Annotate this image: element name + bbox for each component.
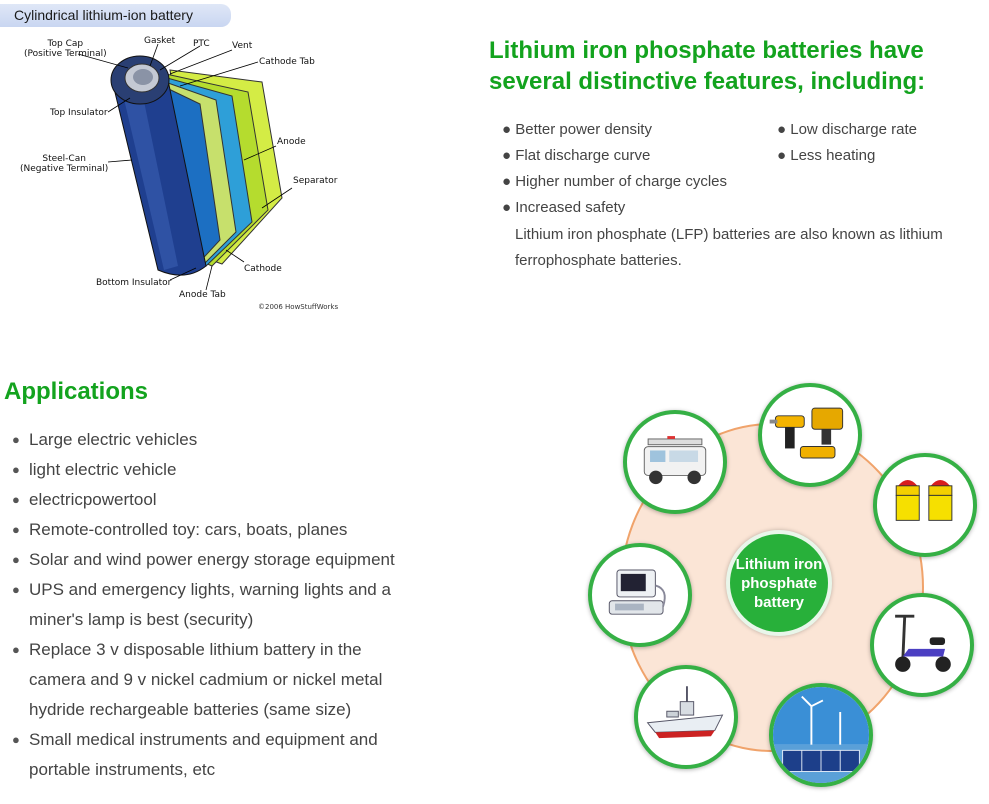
hub-label: Lithium iron phosphate battery: [735, 555, 823, 611]
medical-ultrasound-icon: [588, 543, 692, 647]
cycle-hub: Lithium iron phosphate battery: [726, 530, 832, 636]
feature-item: ● Better power density: [502, 121, 652, 138]
label-top-cap: Top Cap (Positive Terminal): [24, 39, 107, 59]
applications-heading: Applications: [4, 378, 149, 405]
rc-ship-icon: [634, 665, 738, 769]
battery-diagram: Cylindrical lithium-ion battery: [0, 0, 360, 320]
label-cathode-tab: Cathode Tab: [259, 57, 315, 67]
applications-cycle-graphic: Lithium iron phosphate battery: [582, 383, 982, 801]
label-steel-can: Steel-Can (Negative Terminal): [20, 154, 109, 174]
applications-list: Large electric vehicles light electric v…: [12, 425, 442, 785]
label-separator: Separator: [293, 176, 338, 186]
list-item: Large electric vehicles: [12, 425, 442, 455]
label-ptc: PTC: [193, 39, 210, 49]
list-item: Remote-controlled toy: cars, boats, plan…: [12, 515, 442, 545]
label-anode-tab: Anode Tab: [179, 290, 226, 300]
power-tools-icon: [758, 383, 862, 487]
list-item: Small medical instruments and equipment …: [12, 725, 419, 785]
list-item: electricpowertool: [12, 485, 442, 515]
feature-item: ● Flat discharge curve: [502, 147, 651, 164]
feature-item: ● Less heating: [777, 147, 876, 164]
feature-item: ● Higher number of charge cycles: [502, 173, 727, 190]
features-heading: Lithium iron phosphate batteries have se…: [489, 37, 926, 95]
warning-lights-icon: [873, 453, 977, 557]
features-note: Lithium iron phosphate (LFP) batteries a…: [515, 226, 943, 269]
label-cathode: Cathode: [244, 264, 282, 274]
electric-scooter-icon: [870, 593, 974, 697]
diagram-title-tab: [0, 4, 231, 27]
battery-cutaway-illustration: [77, 43, 293, 291]
list-item: light electric vehicle: [12, 455, 442, 485]
label-gasket: Gasket: [144, 36, 176, 46]
feature-item: ● Low discharge rate: [777, 121, 917, 138]
label-top-insulator: Top Insulator: [50, 108, 108, 118]
electric-vehicle-icon: [623, 410, 727, 514]
list-item: UPS and emergency lights, warning lights…: [12, 575, 429, 635]
diagram-title: Cylindrical lithium-ion battery: [14, 7, 193, 23]
label-bottom-insulator: Bottom Insulator: [96, 278, 172, 288]
list-item: Replace 3 v disposable lithium battery i…: [12, 635, 419, 725]
solar-wind-icon: [769, 683, 873, 787]
label-vent: Vent: [232, 41, 253, 51]
label-anode: Anode: [277, 137, 306, 147]
list-item: Solar and wind power energy storage equi…: [12, 545, 442, 575]
feature-item: ● Increased safety: [502, 199, 626, 216]
diagram-copyright: ©2006 HowStuffWorks: [258, 303, 339, 311]
